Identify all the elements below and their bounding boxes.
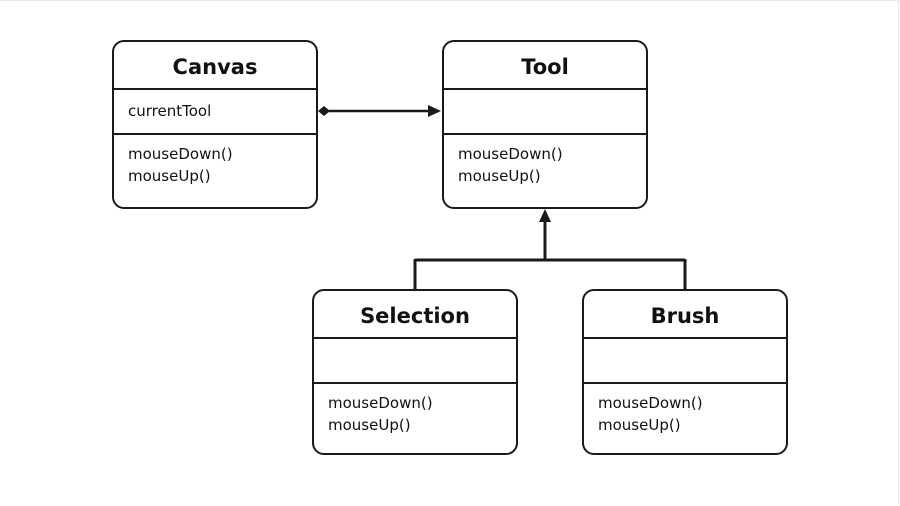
tool-attributes xyxy=(444,90,646,135)
tool-operation: mouseDown() xyxy=(458,145,563,163)
selection-attributes xyxy=(314,339,516,384)
selection-operation: mouseUp() xyxy=(328,416,411,434)
selection-class-name: Selection xyxy=(314,291,516,339)
canvas-attributes: currentTool xyxy=(114,90,316,135)
inheritance-arrowhead xyxy=(539,209,551,222)
selection-operations: mouseDown() mouseUp() xyxy=(314,384,516,436)
composition-arrowhead xyxy=(428,105,441,117)
brush-operation: mouseUp() xyxy=(598,416,681,434)
tool-class: Tool mouseDown() mouseUp() xyxy=(442,40,648,209)
brush-attributes xyxy=(584,339,786,384)
brush-operations: mouseDown() mouseUp() xyxy=(584,384,786,436)
tool-operations: mouseDown() mouseUp() xyxy=(444,135,646,187)
canvas-operations: mouseDown() mouseUp() xyxy=(114,135,316,187)
canvas-class: Canvas currentTool mouseDown() mouseUp() xyxy=(112,40,318,209)
canvas-operation: mouseDown() xyxy=(128,145,233,163)
tool-class-name: Tool xyxy=(444,42,646,90)
brush-class-name: Brush xyxy=(584,291,786,339)
canvas-class-name: Canvas xyxy=(114,42,316,90)
canvas-attribute: currentTool xyxy=(128,102,212,120)
selection-class: Selection mouseDown() mouseUp() xyxy=(312,289,518,455)
tool-operation: mouseUp() xyxy=(458,167,541,185)
canvas-operation: mouseUp() xyxy=(128,167,211,185)
selection-operation: mouseDown() xyxy=(328,394,433,412)
brush-class: Brush mouseDown() mouseUp() xyxy=(582,289,788,455)
composition-diamond xyxy=(318,106,330,116)
brush-operation: mouseDown() xyxy=(598,394,703,412)
